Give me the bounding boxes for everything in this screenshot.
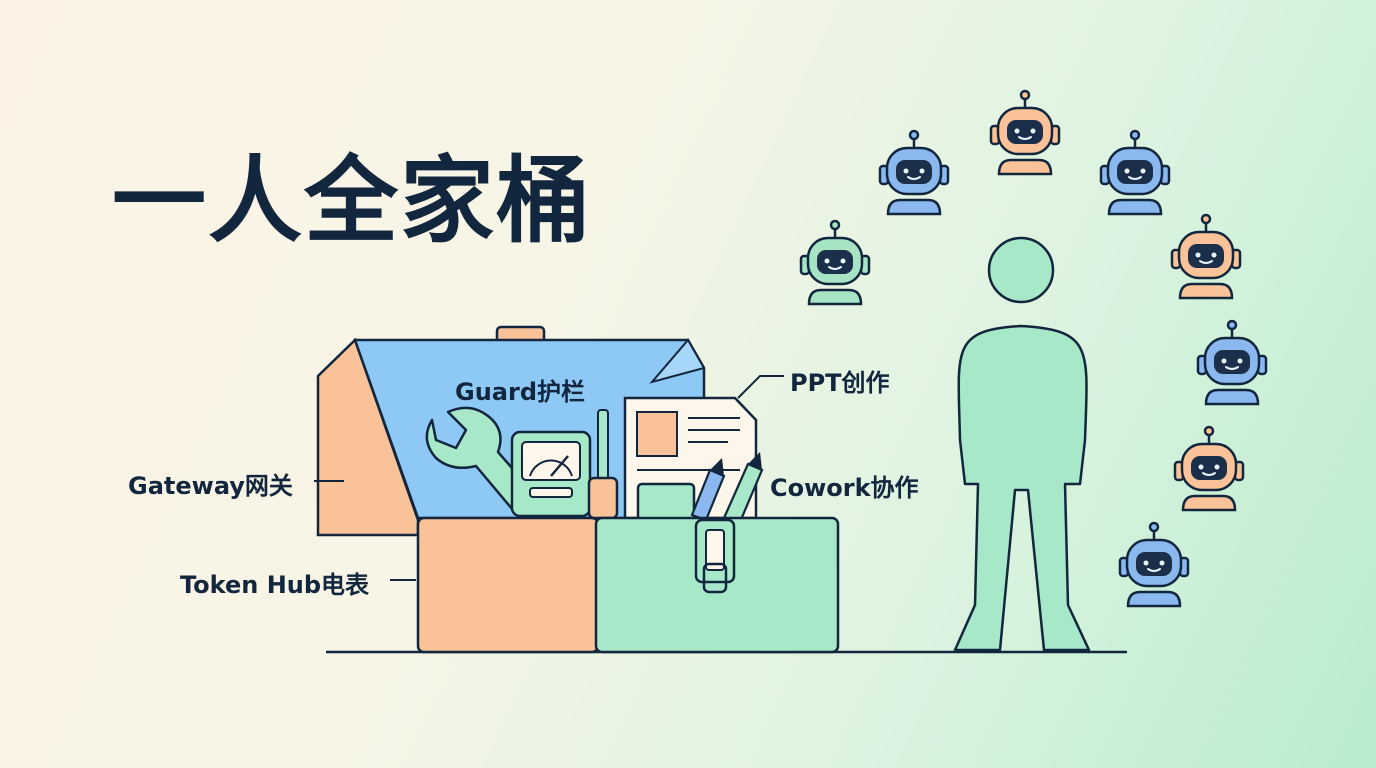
person-silhouette-icon bbox=[953, 236, 1091, 652]
toolbox-icon bbox=[316, 325, 840, 654]
screwdriver-icon bbox=[587, 409, 619, 520]
gateway-label: Gateway网关 bbox=[128, 472, 293, 500]
page-title: 一人全家桶 bbox=[112, 147, 593, 256]
guard-label: Guard护栏 bbox=[455, 378, 585, 406]
gauge-meter-icon bbox=[510, 430, 592, 518]
cowork-label: Cowork协作 bbox=[770, 474, 919, 502]
document-icon bbox=[623, 396, 758, 520]
ppt-label: PPT创作 bbox=[790, 369, 890, 397]
token-hub-label: Token Hub电表 bbox=[180, 571, 370, 599]
